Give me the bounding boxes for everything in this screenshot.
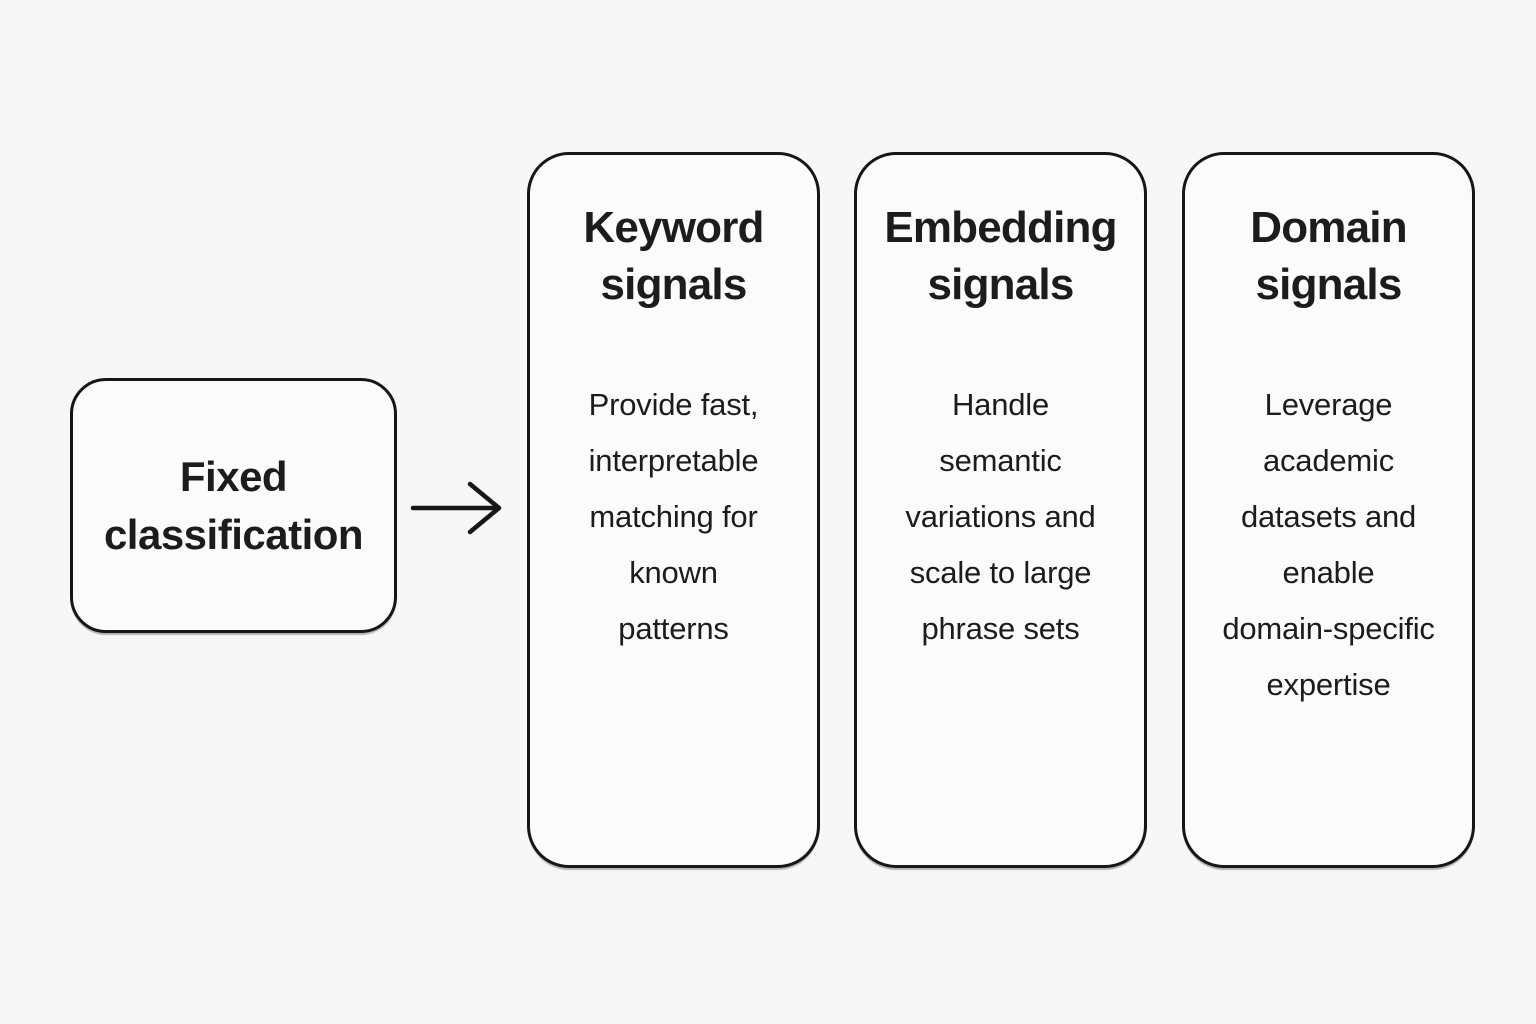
embedding-signals-description: Handle semantic variations and scale to … xyxy=(905,387,1096,647)
embedding-signals-card: Embedding signals Handle semantic variat… xyxy=(854,152,1147,868)
domain-signals-description: Leverage academic datasets and enable do… xyxy=(1222,387,1435,703)
fixed-classification-box: Fixed classification xyxy=(70,378,397,633)
domain-signals-title: Domain signals xyxy=(1250,203,1407,310)
domain-signals-card: Domain signals Leverage academic dataset… xyxy=(1182,152,1475,868)
keyword-signals-description: Provide fast, interpretable matching for… xyxy=(588,387,759,647)
right-arrow-icon xyxy=(408,477,508,539)
keyword-signals-card: Keyword signals Provide fast, interpreta… xyxy=(527,152,820,868)
fixed-classification-label: Fixed classification xyxy=(103,452,364,558)
keyword-signals-title: Keyword signals xyxy=(583,203,764,310)
embedding-signals-title: Embedding signals xyxy=(884,203,1117,310)
